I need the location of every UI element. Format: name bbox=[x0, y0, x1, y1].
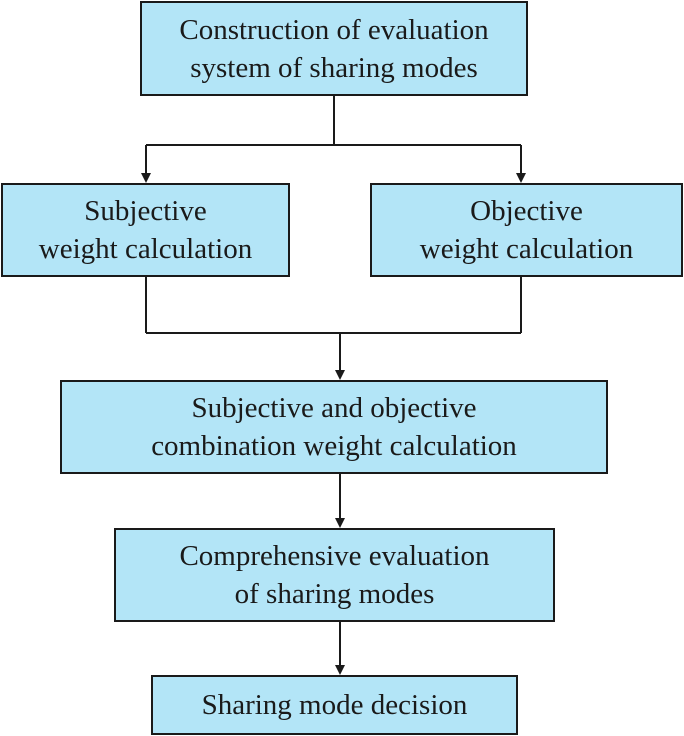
node-objective-line-1: Objective bbox=[470, 195, 583, 227]
node-combination-line-1: Subjective and objective bbox=[191, 392, 477, 424]
node-construction-line-2: system of sharing modes bbox=[190, 51, 478, 84]
node-decision-line-1: Sharing mode decision bbox=[201, 689, 468, 721]
node-combination: Subjective and objective combination wei… bbox=[60, 380, 608, 474]
node-comprehensive: Comprehensive evaluation of sharing mode… bbox=[114, 528, 555, 622]
node-subjective-line-2: weight calculation bbox=[38, 233, 253, 265]
node-subjective-line-1: Subjective bbox=[84, 195, 207, 227]
node-combination-line-2: combination weight calculation bbox=[151, 430, 517, 462]
node-subjective: Subjective weight calculation bbox=[1, 183, 290, 277]
node-construction-line-1: Construction of evaluation bbox=[179, 13, 489, 46]
node-objective: Objective weight calculation bbox=[370, 183, 683, 277]
node-objective-line-2: weight calculation bbox=[419, 233, 634, 265]
node-comprehensive-line-2: of sharing modes bbox=[234, 578, 435, 610]
node-comprehensive-line-1: Comprehensive evaluation bbox=[179, 540, 490, 572]
node-construction: Construction of evaluation system of sha… bbox=[140, 1, 528, 96]
node-decision: Sharing mode decision bbox=[151, 675, 518, 735]
